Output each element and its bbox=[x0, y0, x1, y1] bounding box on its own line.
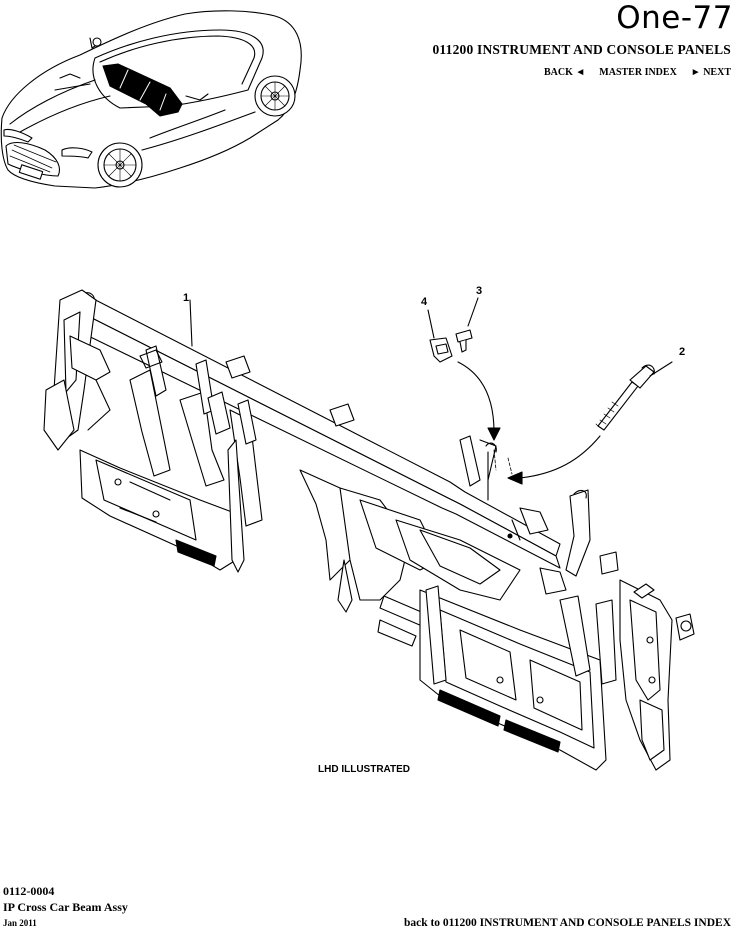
callout-4: 4 bbox=[421, 296, 428, 308]
callout-3: 3 bbox=[476, 285, 483, 297]
next-label: NEXT bbox=[703, 67, 731, 78]
arrow-curve-4 bbox=[457, 361, 495, 433]
arrowhead-4 bbox=[487, 427, 501, 441]
nav-bar: BACK ◄ MASTER INDEX ► NEXT bbox=[544, 67, 731, 78]
callout-1: 1 bbox=[183, 292, 190, 304]
arrow-curve-2 bbox=[519, 435, 601, 479]
document-id: 0112-0004 bbox=[3, 884, 55, 898]
diagram-caption: LHD ILLUSTRATED bbox=[318, 764, 411, 775]
right-arrow-icon: ► bbox=[690, 67, 701, 78]
document-name: IP Cross Car Beam Assy bbox=[3, 900, 128, 914]
nut-part-4 bbox=[427, 309, 453, 363]
leader-line-1 bbox=[189, 299, 193, 347]
back-label: BACK bbox=[543, 67, 573, 78]
bolt-part-2 bbox=[595, 361, 673, 431]
document-date: Jan 2011 bbox=[3, 918, 37, 928]
back-to-index-link[interactable]: back to 011200 INSTRUMENT AND CONSOLE PA… bbox=[403, 917, 731, 929]
section-title: 011200 INSTRUMENT AND CONSOLE PANELS bbox=[432, 42, 731, 57]
model-title: One-77 bbox=[616, 0, 733, 36]
clip-part-3 bbox=[455, 297, 479, 353]
back-link[interactable]: BACK ◄ bbox=[544, 67, 585, 78]
left-arrow-icon: ◄ bbox=[575, 67, 586, 78]
dashed-guide bbox=[493, 449, 513, 475]
next-link[interactable]: ► NEXT bbox=[691, 67, 731, 78]
car-thumbnail bbox=[0, 10, 302, 189]
callout-2: 2 bbox=[679, 346, 686, 358]
master-index-link[interactable]: MASTER INDEX bbox=[599, 67, 677, 78]
arrowhead-2 bbox=[507, 471, 523, 485]
cross-car-beam-assembly bbox=[43, 289, 695, 771]
